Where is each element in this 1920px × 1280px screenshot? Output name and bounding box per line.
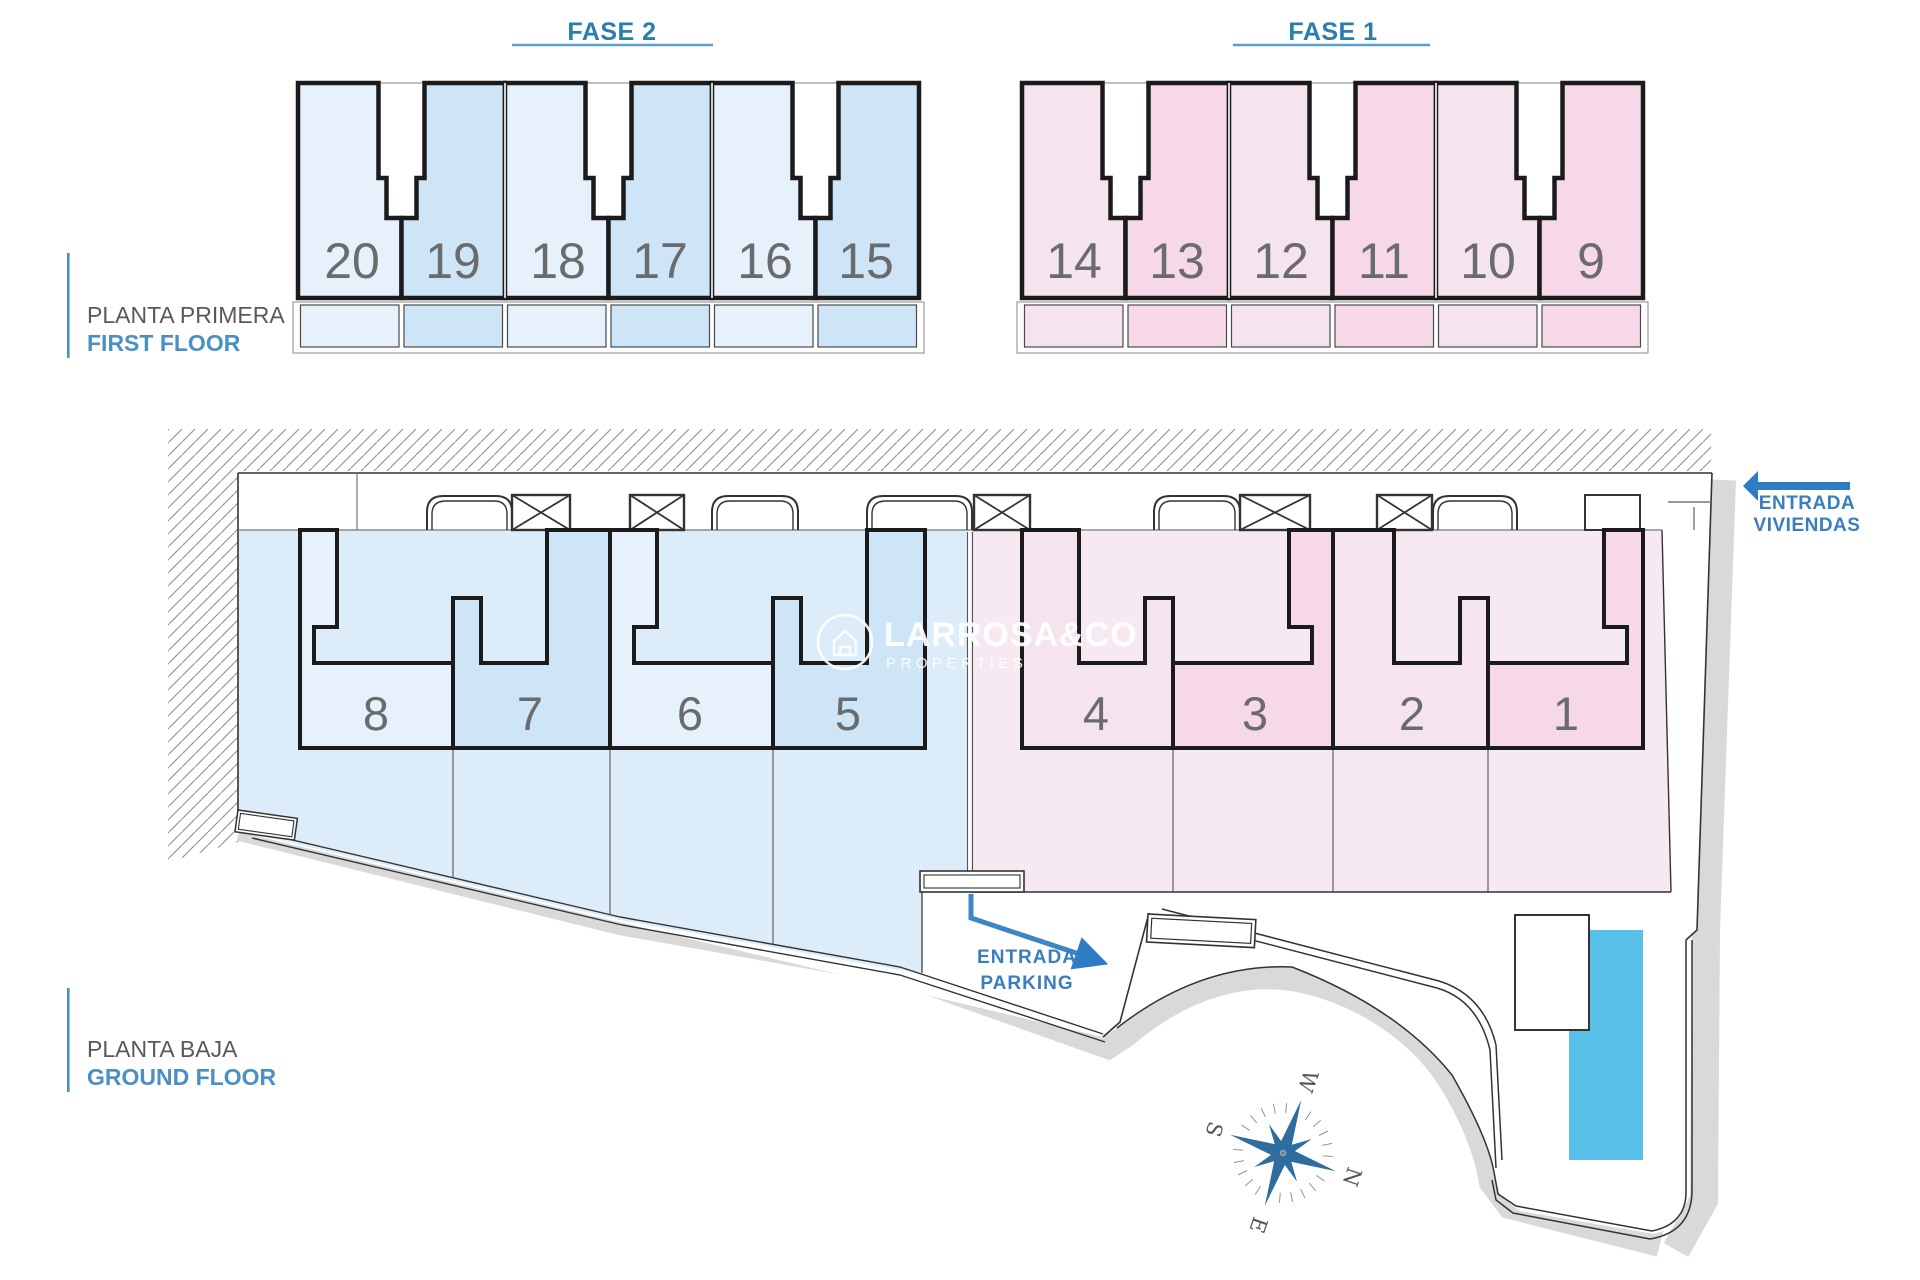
unit-1-outline	[1486, 528, 1645, 750]
unit-14-outline	[1019, 80, 1128, 301]
ground-floor-label-bar	[67, 988, 70, 1092]
watermark-name: LARROSA&CO	[884, 616, 1138, 654]
watermark: LARROSA&CO PROPERTIES	[816, 613, 1138, 672]
boundary-lines	[237, 472, 1713, 1240]
unit-18-number: 18	[530, 233, 586, 289]
unit-8-outline	[298, 528, 455, 750]
boundary-shadow	[236, 479, 1736, 1257]
fase2-label: FASE 2	[567, 18, 656, 46]
entrada-viviendas-arrow-icon	[1743, 471, 1758, 501]
unit-14-number: 14	[1046, 233, 1102, 289]
compass-east: E	[1244, 1214, 1272, 1236]
unit-19-number: 19	[425, 233, 481, 289]
garden-fences	[452, 529, 1672, 973]
ramps	[234, 809, 1257, 949]
first-floor-fase2-block: 20 19 18 17 16 15	[292, 80, 925, 354]
entrada-parking: ENTRADA PARKING	[968, 894, 1109, 994]
unit-7-number: 7	[517, 687, 543, 740]
unit-6-outline	[608, 528, 775, 750]
entrada-parking-arrow-icon	[1070, 937, 1109, 970]
first-floor-fase1-block: 14 13 12 11 10 9	[1016, 80, 1649, 354]
unit-10-number: 10	[1460, 233, 1516, 289]
floor-labels: PLANTA PRIMERA FIRST FLOOR PLANTA BAJA G…	[67, 253, 285, 1092]
ground-units-fase1	[1020, 528, 1645, 750]
unit-4-number: 4	[1083, 687, 1109, 740]
first-floor-label-en: FIRST FLOOR	[87, 330, 241, 356]
unit-15-outline	[813, 80, 922, 301]
unit-11-number: 11	[1358, 233, 1410, 289]
unit-9-outline	[1537, 80, 1646, 301]
entrada-viviendas-label1: ENTRADA	[1759, 493, 1855, 514]
unit-5-number: 5	[835, 687, 861, 740]
unit-15-number: 15	[838, 233, 894, 289]
parking-ramp	[919, 870, 1025, 893]
unit-5-outline	[771, 528, 927, 750]
ground-floor-label-en: GROUND FLOOR	[87, 1064, 276, 1090]
ground-floor-label-es: PLANTA BAJA	[87, 1036, 238, 1062]
carports	[426, 493, 1641, 532]
watermark-tagline: PROPERTIES	[886, 655, 1027, 672]
unit-3-number: 3	[1242, 687, 1268, 740]
unit-2-number: 2	[1399, 687, 1425, 740]
unit-12-outline	[1226, 80, 1335, 301]
unit-4-outline	[1020, 528, 1175, 750]
unit-10-outline	[1433, 80, 1542, 301]
unit-6-number: 6	[677, 687, 703, 740]
ground-units-fase2	[298, 528, 927, 750]
first-floor-label-es: PLANTA PRIMERA	[87, 302, 285, 328]
phase-labels: FASE 2 FASE 1	[512, 18, 1430, 47]
unit-2-outline	[1331, 528, 1490, 750]
entrada-parking-label1: ENTRADA	[977, 947, 1077, 968]
unit-9-number: 9	[1577, 233, 1605, 289]
entrada-viviendas-label2: VIVIENDAS	[1754, 515, 1861, 536]
ground-floor-site: 8 7 6 5 4 3 2 1	[168, 429, 1860, 1257]
unit-16-outline	[709, 80, 818, 301]
ground-unit-numbers: 8 7 6 5 4 3 2 1	[363, 687, 1579, 740]
unit-1-number: 1	[1553, 687, 1579, 740]
fase1-label: FASE 1	[1288, 18, 1377, 46]
unit-20-outline	[295, 80, 404, 301]
entrada-viviendas: ENTRADA VIVIENDAS	[1743, 471, 1860, 536]
watermark-logo-icon	[816, 613, 874, 671]
unit-17-number: 17	[632, 233, 688, 289]
compass-rose: N S E W	[1200, 1067, 1366, 1236]
pool-house	[1514, 914, 1590, 1031]
unit-8-number: 8	[363, 687, 389, 740]
entrada-parking-label2: PARKING	[980, 973, 1073, 994]
unit-12-number: 12	[1253, 233, 1309, 289]
unit-20-number: 20	[324, 233, 380, 289]
unit-13-number: 13	[1149, 233, 1205, 289]
unit-16-number: 16	[737, 233, 793, 289]
first-floor-label-bar	[67, 253, 70, 358]
unit-18-outline	[502, 80, 611, 301]
